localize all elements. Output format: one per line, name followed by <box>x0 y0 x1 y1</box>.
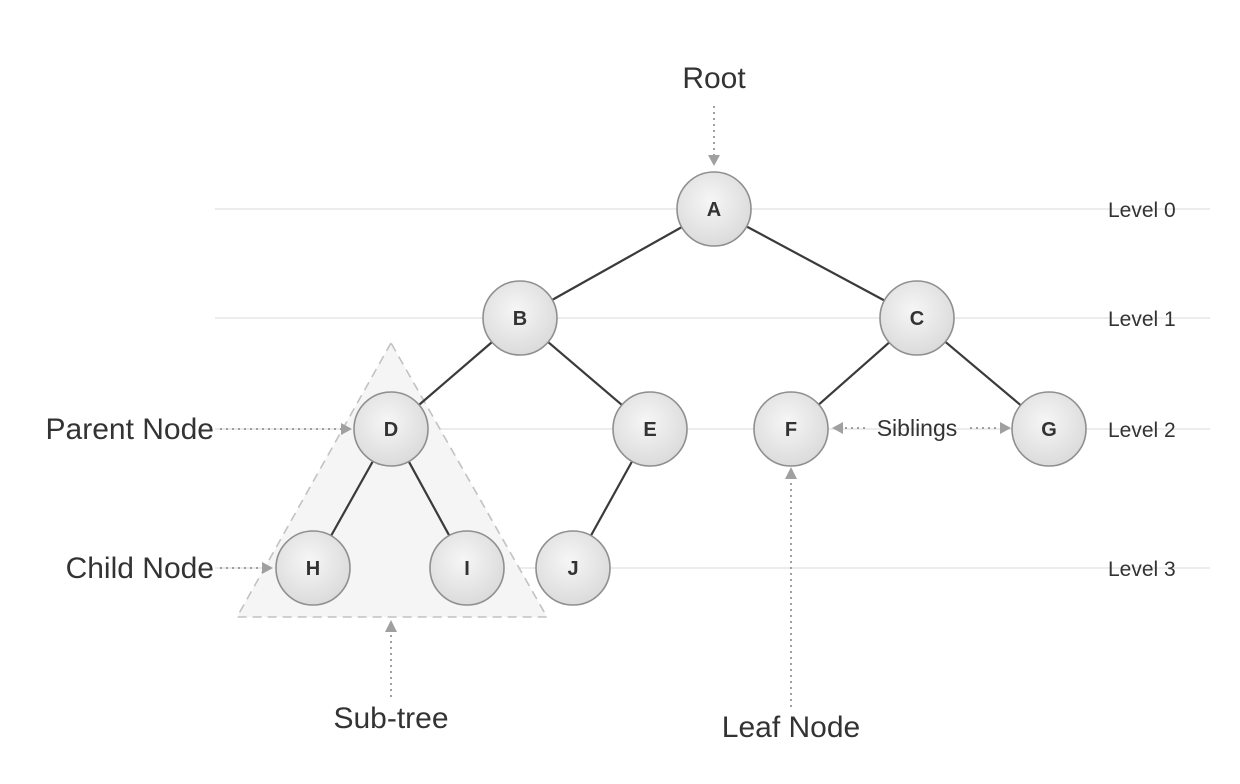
edge-d-i <box>407 460 451 537</box>
node-g: G <box>1011 391 1087 467</box>
sub-tree-arrow <box>385 620 397 697</box>
tree-edges <box>330 225 1022 537</box>
node-label: A <box>707 199 721 221</box>
level-2-label: Level 2 <box>1108 419 1176 442</box>
child-node-arrow <box>220 562 273 574</box>
level-3-label: Level 3 <box>1108 558 1176 581</box>
node-a: A <box>676 171 752 247</box>
node-label: B <box>513 308 527 330</box>
node-j: J <box>535 530 611 606</box>
node-e: E <box>612 391 688 467</box>
edge-c-g <box>944 340 1022 407</box>
node-label: H <box>306 558 320 580</box>
node-d: D <box>353 391 429 467</box>
edge-d-h <box>330 460 374 537</box>
edge-b-e <box>547 341 623 406</box>
node-b: B <box>482 280 558 356</box>
node-f: F <box>753 391 829 467</box>
sub-tree-label: Sub-tree <box>333 702 448 735</box>
edge-a-b <box>551 226 683 301</box>
node-label: G <box>1041 419 1057 441</box>
edge-a-c <box>746 225 885 302</box>
node-h: H <box>275 530 351 606</box>
edge-e-j <box>589 460 634 537</box>
edge-b-d <box>418 341 493 406</box>
siblings-arrow-right <box>970 422 1011 434</box>
node-label: F <box>785 419 797 441</box>
siblings-arrow-left <box>832 422 865 434</box>
node-label: E <box>643 419 656 441</box>
leaf-node-label: Leaf Node <box>722 711 860 744</box>
node-label: J <box>567 558 578 580</box>
edge-c-f <box>818 341 890 406</box>
parent-node-label: Parent Node <box>46 413 214 446</box>
node-label: I <box>464 558 470 580</box>
parent-node-arrow <box>220 423 352 435</box>
child-node-label: Child Node <box>66 552 214 585</box>
leaf-node-arrow <box>785 467 797 707</box>
root-arrow <box>708 106 720 166</box>
node-c: C <box>879 280 955 356</box>
node-label: D <box>384 419 398 441</box>
root-label: Root <box>682 62 746 95</box>
level-0-label: Level 0 <box>1108 199 1176 222</box>
node-label: C <box>910 308 924 330</box>
siblings-label: Siblings <box>877 415 958 441</box>
node-i: I <box>429 530 505 606</box>
level-1-label: Level 1 <box>1108 308 1176 331</box>
